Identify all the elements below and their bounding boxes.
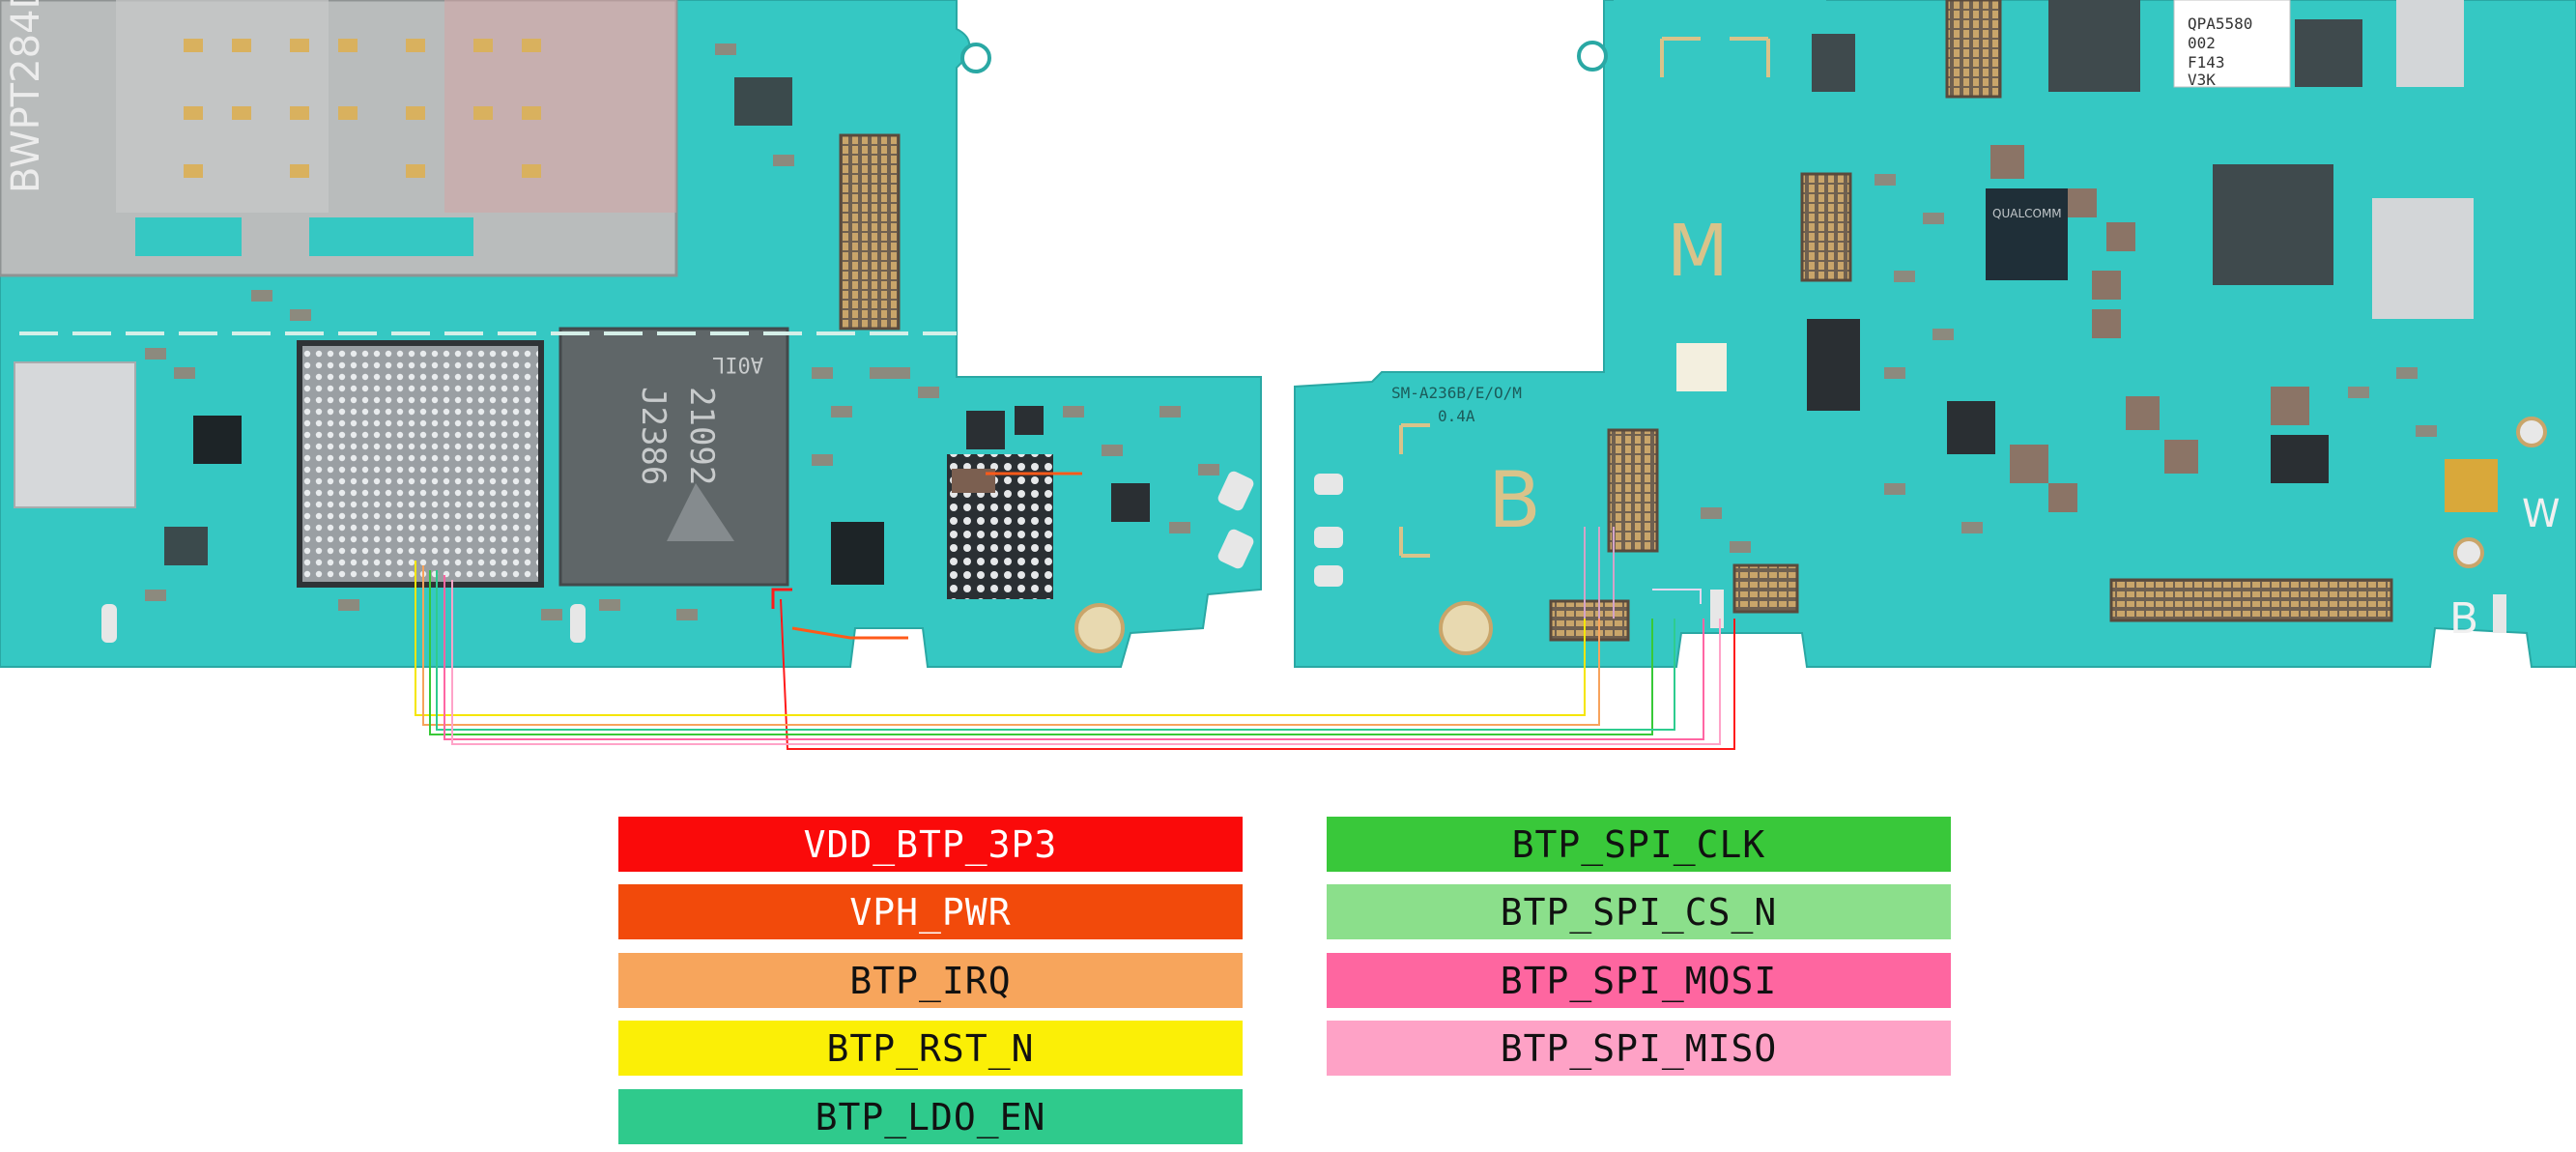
legend-btp-spi-miso: BTP_SPI_MISO [1327,1021,1951,1076]
legend-vdd-btp-3p3: VDD_BTP_3P3 [618,817,1243,872]
right-board: SM-A236B/E/O/M 0.4A M B B W QUALCOMM QPA… [1294,0,2576,668]
signal-traces [415,472,1735,750]
sim-tray-text: BWPT284D [4,0,48,193]
svg-text:21092: 21092 [682,387,721,485]
passive-components [145,43,1219,620]
left-board: BWPT284D 21092 J2386 A0IL [0,0,1262,668]
legend-btp-rst-n: BTP_RST_N [618,1021,1243,1076]
svg-text:B: B [2449,594,2478,644]
svg-text:W: W [2522,492,2561,536]
legend-btp-irq: BTP_IRQ [618,953,1243,1008]
legend-btp-spi-mosi: BTP_SPI_MOSI [1327,953,1951,1008]
soc-pad-array [297,340,544,588]
svg-text:M: M [1667,210,1729,293]
svg-text:V3K: V3K [2188,71,2216,89]
svg-text:A0IL: A0IL [712,352,763,376]
legend-btp-spi-clk: BTP_SPI_CLK [1327,817,1951,872]
svg-text:QPA5580: QPA5580 [2188,14,2252,33]
svg-text:SM-A236B/E/O/M: SM-A236B/E/O/M [1391,384,1522,402]
legend-vph-pwr: VPH_PWR [618,884,1243,939]
legend-btp-spi-cs-n: BTP_SPI_CS_N [1327,884,1951,939]
svg-text:F143: F143 [2188,53,2225,72]
fingerprint-connector [1607,428,1659,553]
svg-text:B: B [1488,455,1541,545]
svg-text:QUALCOMM: QUALCOMM [1992,207,2062,220]
svg-text:002: 002 [2188,34,2216,52]
memory-chip [558,327,789,587]
svg-text:J2386: J2386 [634,387,673,485]
svg-text:0.4A: 0.4A [1438,407,1475,425]
right-passives [1990,145,2309,512]
legend-btp-ldo-en: BTP_LDO_EN [618,1089,1243,1144]
